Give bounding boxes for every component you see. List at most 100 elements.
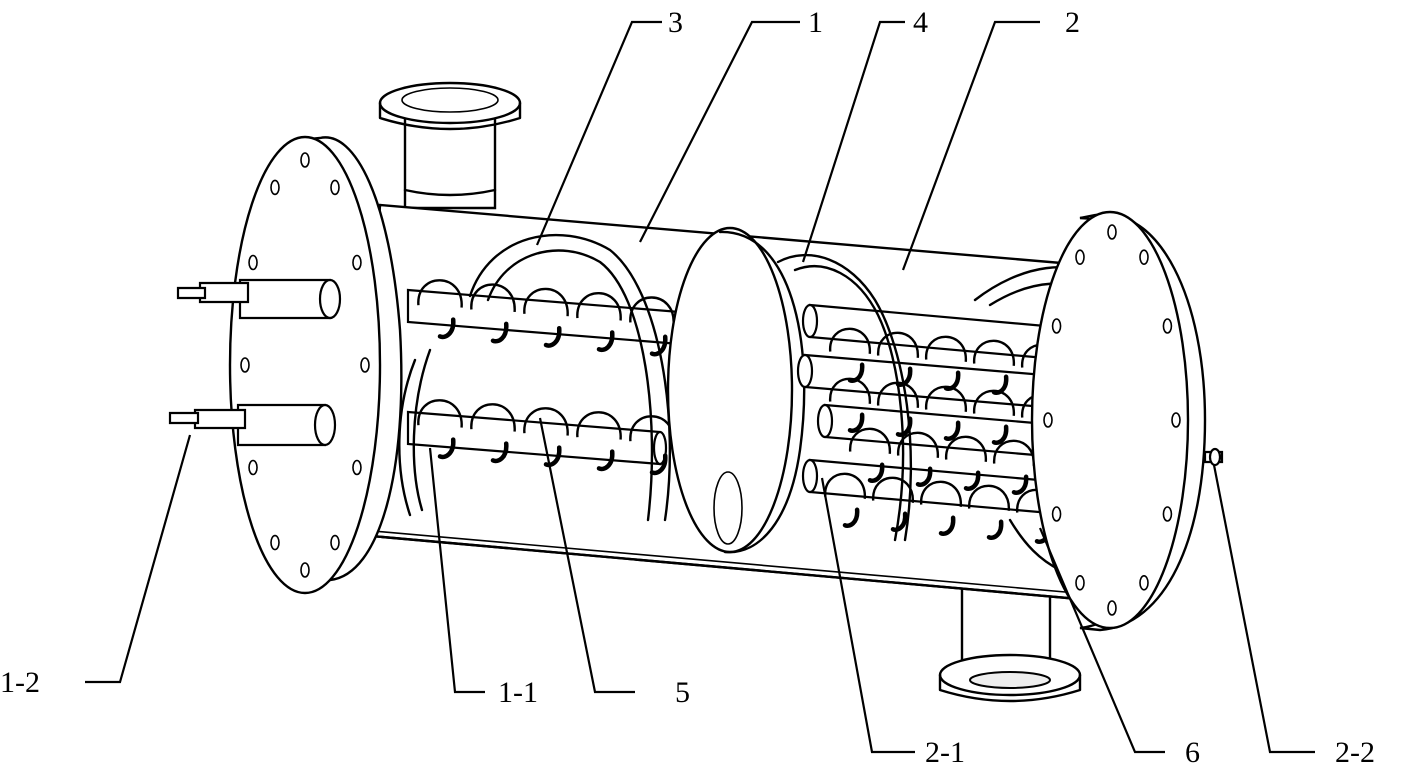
bolt-hole xyxy=(248,254,258,271)
coil-loop-back xyxy=(867,462,885,483)
coil-loop xyxy=(417,279,463,308)
coil-loop xyxy=(417,399,463,428)
left-inlet-pipes xyxy=(168,278,342,447)
bolt-hole xyxy=(1075,249,1085,265)
bolt-hole xyxy=(352,254,362,271)
coil-loop-back xyxy=(986,519,1004,540)
coil-loop-back xyxy=(437,437,456,460)
leader-2 xyxy=(901,20,1040,271)
coil-loop xyxy=(972,339,1016,366)
bolt-hole xyxy=(352,459,362,476)
coil-loop xyxy=(470,403,516,432)
leader-1-2 xyxy=(85,434,192,684)
label-1-1: 1-1 xyxy=(498,676,538,709)
coil-loop-back xyxy=(895,366,913,387)
coil-loop-back xyxy=(991,374,1009,395)
leader-2-2 xyxy=(1212,464,1315,754)
coil-loop xyxy=(523,407,569,436)
coil-loop-back xyxy=(890,511,908,532)
coil-loop-back xyxy=(847,362,865,383)
coil-loop-back xyxy=(915,466,933,487)
leader-1-1 xyxy=(428,447,485,694)
leader-4 xyxy=(801,20,905,263)
coil-loop xyxy=(924,335,968,362)
coil-loop xyxy=(972,389,1016,416)
bolt-hole xyxy=(270,534,280,551)
label-3: 3 xyxy=(668,6,683,39)
coil-loop xyxy=(828,377,872,404)
coil-loop-back xyxy=(991,424,1009,445)
leader-1 xyxy=(639,20,800,243)
coil-loop-back xyxy=(847,412,865,433)
right-flange xyxy=(1030,210,1224,632)
bolt-hole xyxy=(1075,575,1085,591)
coil-loop-back xyxy=(963,470,981,491)
coil-loop xyxy=(871,476,915,503)
bolt-hole xyxy=(1107,600,1117,616)
coil-loop xyxy=(470,283,516,312)
bolt-hole xyxy=(300,152,310,168)
label-2: 2 xyxy=(1065,6,1080,39)
coil-loop xyxy=(828,327,872,354)
bolt-hole xyxy=(1162,318,1173,334)
label-1-2: 1-2 xyxy=(0,666,40,699)
part-labels: 3 1 4 2 1-2 1-1 5 2-1 6 2-2 xyxy=(0,6,1375,769)
leader-3 xyxy=(535,20,662,246)
coil-loop xyxy=(919,480,963,507)
coil-loop xyxy=(944,435,988,462)
coil-loop xyxy=(823,472,867,499)
coil-loop xyxy=(924,385,968,412)
coil-loop-back xyxy=(437,317,456,340)
label-4: 4 xyxy=(913,6,928,39)
bolt-hole xyxy=(1139,249,1149,265)
bolt-hole xyxy=(1171,412,1181,428)
coil-loop xyxy=(576,292,622,321)
bolt-hole xyxy=(270,179,280,196)
bolt-hole xyxy=(330,534,340,551)
bolt-hole xyxy=(1051,506,1062,522)
leader-2-1 xyxy=(820,477,915,754)
coil-loop-back xyxy=(543,325,562,348)
bolt-hole xyxy=(330,179,340,196)
bolt-hole xyxy=(1043,412,1053,428)
leader-6 xyxy=(1038,527,1165,754)
bolt-hole xyxy=(360,357,370,373)
coil-loop-back xyxy=(490,321,509,344)
coil-loop-back xyxy=(943,420,961,441)
bolt-hole xyxy=(1162,506,1173,522)
coil-loop-back xyxy=(649,453,668,476)
coil-loop-back xyxy=(943,370,961,391)
coil-loop xyxy=(848,427,892,454)
bolt-hole xyxy=(240,357,250,373)
left-flange xyxy=(228,135,403,595)
label-2-1: 2-1 xyxy=(925,736,965,769)
coil-loop-back xyxy=(938,515,956,536)
coil-loop xyxy=(967,484,1011,511)
coil-loop-back xyxy=(895,416,913,437)
label-1: 1 xyxy=(808,6,823,39)
top-nozzle xyxy=(378,81,522,210)
leader-lines xyxy=(85,20,1315,754)
label-6: 6 xyxy=(1185,736,1200,769)
coil-loop-back xyxy=(596,330,615,353)
coil-loop xyxy=(896,431,940,458)
label-2-2: 2-2 xyxy=(1335,736,1375,769)
bolt-hole xyxy=(248,459,258,476)
coil-loop-back xyxy=(543,445,562,468)
bolt-hole xyxy=(300,562,310,578)
leader-5 xyxy=(538,417,635,694)
bolt-hole xyxy=(1107,224,1117,240)
bolt-hole xyxy=(1139,575,1149,591)
center-tubesheet xyxy=(666,226,806,554)
coil-loop xyxy=(576,411,622,440)
coil-loop xyxy=(523,287,569,317)
coil-loop-back xyxy=(596,449,615,472)
bolt-hole xyxy=(1051,318,1062,334)
label-5: 5 xyxy=(675,676,690,709)
coil-springs-left xyxy=(417,279,675,476)
coil-loop-back xyxy=(1011,474,1029,495)
coil-loop-back xyxy=(842,507,860,528)
coil-loop xyxy=(876,331,920,358)
